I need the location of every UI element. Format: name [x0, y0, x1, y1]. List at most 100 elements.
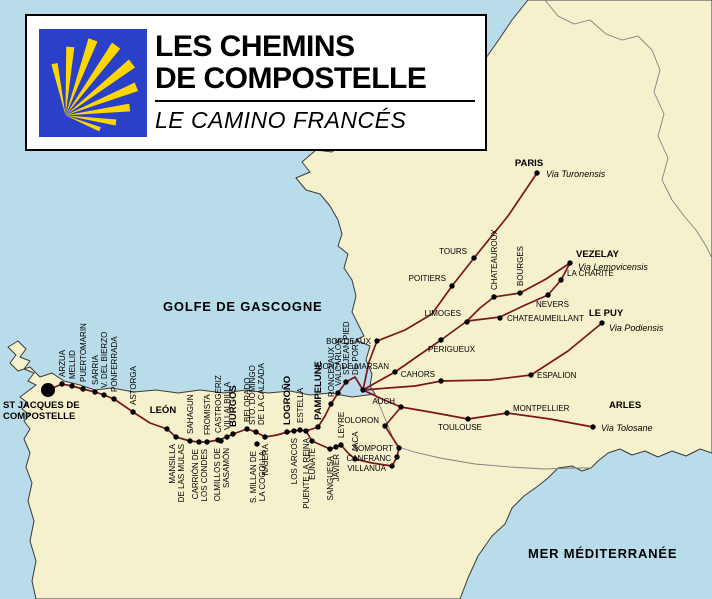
poitiers-dot [449, 283, 455, 289]
title-line-1: LES CHEMINS [155, 29, 355, 63]
mellid-label: MELLID [68, 350, 77, 379]
vezelay-dot [567, 260, 573, 266]
via-turonensis-label: Via Turonensis [546, 169, 606, 179]
leyre-dot [338, 442, 344, 448]
ponferrada-dot [111, 396, 117, 402]
paris-dot [534, 170, 540, 176]
subtitle: LE CAMINO FRANCÉS [155, 107, 407, 134]
villalbilla-dot [224, 434, 230, 440]
poitiers-label: POITIERS [409, 274, 446, 283]
ponferrada-label: PONFERRADA [110, 336, 119, 392]
olmillos-label: OLMILLOS DE [213, 448, 222, 501]
shell-ray-1 [65, 46, 75, 115]
route-via-lemovicensis-bourges [466, 262, 571, 322]
golfe-de-gascogne-label: GOLFE DE GASCOGNE [163, 299, 323, 314]
route-auch-junction-link [362, 389, 402, 408]
chateauroux-dot [491, 294, 497, 300]
castrogeriz-label: CASTROGERIZ [214, 375, 223, 433]
los-arcos-label: LOS ARCOS [290, 438, 299, 484]
border-pyrenees [374, 393, 591, 470]
via-tolosane-label: Via Tolosane [601, 423, 653, 433]
jaca-label: JACA [351, 431, 360, 452]
st-jean-pied-de-port-dot [343, 379, 349, 385]
tours-label: TOURS [439, 247, 467, 256]
sto-domingo-label: STO. DOMINGO [248, 365, 257, 425]
ostabat-junction-dot [360, 387, 366, 393]
arzua-label: ARZUA [58, 349, 67, 377]
v-del-bierzo-label: V. DEL BIERZO [100, 332, 109, 388]
mansilla-label: DE LAS MULAS [177, 444, 186, 502]
puente-la-reina-dot [303, 428, 309, 434]
fromista-label: FROMISTA [203, 394, 212, 435]
javier-dot [333, 444, 339, 450]
puertomarin-label: PUERTOMARIN [79, 323, 88, 382]
eunate-label: EUNATE [308, 448, 317, 480]
route-via-turonensis [362, 172, 538, 391]
pampelune-dot [315, 424, 321, 430]
bourges-dot [517, 290, 523, 296]
st-jacques-de-compostelle-dot [41, 383, 55, 397]
title-text: LES CHEMINS DE COMPOSTELLE LE CAMINO FRA… [155, 29, 485, 135]
carrion-dot [196, 439, 202, 445]
arles-dot [590, 424, 596, 430]
st-jacques-de-compostelle-label: ST JACQUES DE [3, 400, 80, 411]
roncevaux-dot [328, 401, 334, 407]
canfranc-dot [394, 454, 400, 460]
pampelune-label: PAMPELUNE [313, 361, 324, 420]
burgos-dot [230, 431, 236, 437]
sahagun-dot [187, 438, 193, 444]
sahagun-label: SAHAGUN [186, 394, 195, 434]
bordeaux-label: BORDEAUX [326, 337, 372, 346]
s-millan-dot [254, 441, 260, 447]
la-charite-dot [558, 277, 564, 283]
sarria-label: SARRIA [91, 355, 100, 385]
mont-de-marsan-label: MONT DE MARSAN [316, 362, 389, 371]
carrion-label: CARRIÓN DE [191, 449, 200, 499]
oloron-label: OLORON [344, 416, 379, 425]
paris-label: PARIS [515, 158, 543, 169]
jaca-dot [352, 456, 358, 462]
bordeaux-dot [374, 338, 380, 344]
nevers-dot [545, 292, 551, 298]
v-del-bierzo-dot [101, 392, 107, 398]
perigueux-dot [438, 337, 444, 343]
auch-dot [398, 404, 404, 410]
st-jacques-de-compostelle-label: COMPOSTELLE [3, 411, 75, 422]
canfranc-label: CANFRANC [347, 454, 392, 463]
perigueux-label: PERIGUEUX [428, 345, 476, 354]
shell-ray-7 [65, 114, 117, 125]
nevers-label: NEVERS [536, 300, 569, 309]
title-box: LES CHEMINS DE COMPOSTELLE LE CAMINO FRA… [25, 14, 487, 151]
fromista-dot [204, 439, 210, 445]
villanua-label: VILLANUA [347, 464, 386, 473]
puente-la-reina-label: PUENTE LA REINA [302, 437, 311, 508]
le-puy-label: LE PUY [589, 308, 624, 319]
vezelay-label: VEZELAY [576, 249, 620, 260]
sto-domingo-dot [253, 429, 259, 435]
cahors-dot [438, 378, 444, 384]
land-france-iberia [7, 0, 712, 599]
auch-label: AUCH [372, 397, 395, 406]
montpellier-label: MONTPELLIER [513, 404, 570, 413]
javier-label: JAVIER [332, 454, 341, 482]
najera-label: NAJERA [261, 443, 270, 475]
somport-dot [396, 445, 402, 451]
somport-label: SOMPORT [353, 444, 393, 453]
chateaumeillant-label: CHATEAUMEILLANT [507, 314, 584, 323]
tours-dot [471, 255, 477, 261]
sto-domingo-label: DE LA CALZADA [257, 363, 266, 425]
burgos-label: BURGOS [228, 385, 239, 427]
logrono-dot [284, 429, 290, 435]
oloron-dot [382, 423, 388, 429]
title-divider [155, 100, 475, 103]
astorga-label: ASTORGA [129, 365, 138, 405]
s-millan-label: LA COGOLLA [258, 450, 267, 501]
s-millan-label: S. MILLAN DE [249, 451, 258, 503]
toulouse-label: TOULOUSE [438, 423, 482, 432]
najera-dot [262, 434, 268, 440]
mellid-dot [69, 383, 75, 389]
chateaumeillant-dot [497, 315, 503, 321]
limoges-dot [464, 319, 470, 325]
st-jean-pied-de-port-label: DE PORT [351, 339, 360, 375]
astorga-dot [130, 409, 136, 415]
